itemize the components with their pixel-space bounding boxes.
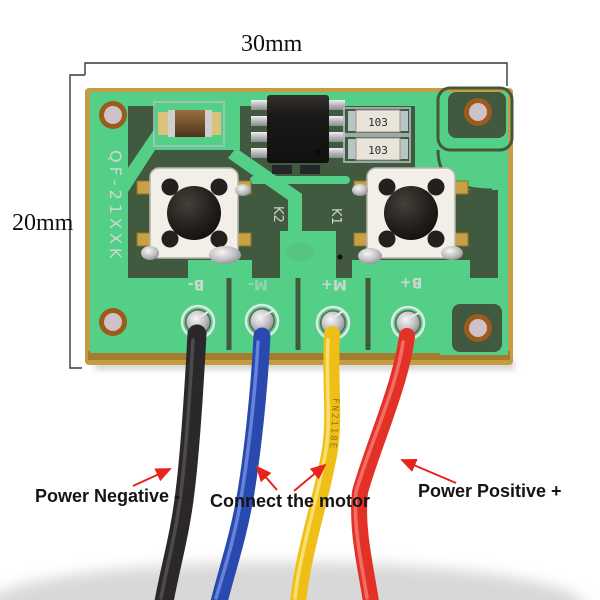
resistor-label: 103	[368, 144, 388, 157]
mounting-hole-top-left	[99, 101, 127, 129]
pad-label-b-minus: B-	[188, 276, 205, 292]
arrow-to-yellow-wire	[293, 463, 327, 492]
floor-shadow	[0, 562, 583, 600]
dimension-lines	[69, 62, 508, 369]
button-plunger	[384, 186, 438, 240]
pad-label-m-minus: M-	[248, 276, 268, 292]
mounting-hole-bottom-right	[464, 314, 492, 342]
wire-blue	[210, 327, 271, 600]
pad-labels: B- M- M+ B+	[188, 274, 423, 292]
dimension-height-label: 20mm	[12, 210, 74, 236]
pad-label-b-plus: B+	[400, 274, 422, 290]
ic-chip	[251, 95, 345, 174]
arrow-to-black-wire	[132, 468, 172, 487]
bottom-trace-dividers	[226, 278, 371, 350]
solder-pad-m-minus	[244, 303, 280, 339]
wire-marking-text: FN2118E	[327, 398, 340, 450]
wire-red	[351, 328, 415, 600]
callout-power-negative: Power Negative -	[35, 486, 181, 506]
dimension-line-width	[84, 62, 508, 86]
via-hole	[337, 254, 343, 260]
annotation-arrows	[132, 459, 457, 492]
mounting-hole-bottom-left	[99, 308, 127, 336]
smd-capacitor	[153, 101, 225, 147]
ic-pins	[251, 100, 345, 158]
arrow-to-red-wire	[400, 459, 457, 484]
pad-label-m-plus: M+	[321, 276, 347, 292]
flux-smudge	[286, 243, 314, 261]
callout-power-positive: Power Positive +	[418, 481, 562, 501]
wires: FN2118E	[154, 324, 415, 600]
dimension-width-label: 30mm	[241, 31, 303, 57]
callout-connect-motor: Connect the motor	[210, 491, 370, 511]
smd-resistor-2: 103	[343, 135, 411, 163]
arrow-to-blue-wire	[255, 465, 278, 491]
solder-pad-b-plus	[390, 305, 426, 341]
wire-yellow	[290, 326, 341, 600]
wire-black	[154, 324, 207, 600]
mounting-hole-top-right	[464, 98, 492, 126]
button-plunger	[167, 186, 221, 240]
dimension-line-height	[69, 74, 85, 369]
mounting-holes	[99, 98, 492, 342]
pcb-board: 103 103 QF-21XXK	[85, 86, 514, 365]
smd-resistor-1: 103	[343, 107, 411, 135]
resistor-label: 103	[368, 116, 388, 129]
board-bottom-bevel	[88, 351, 510, 360]
silkscreen-k2: K2	[270, 206, 285, 223]
silkscreen-model-text: QF-21XXK	[106, 150, 125, 262]
silkscreen-k1: K1	[328, 208, 343, 225]
tactile-button-left	[136, 167, 252, 264]
tactile-button-right	[352, 167, 469, 264]
